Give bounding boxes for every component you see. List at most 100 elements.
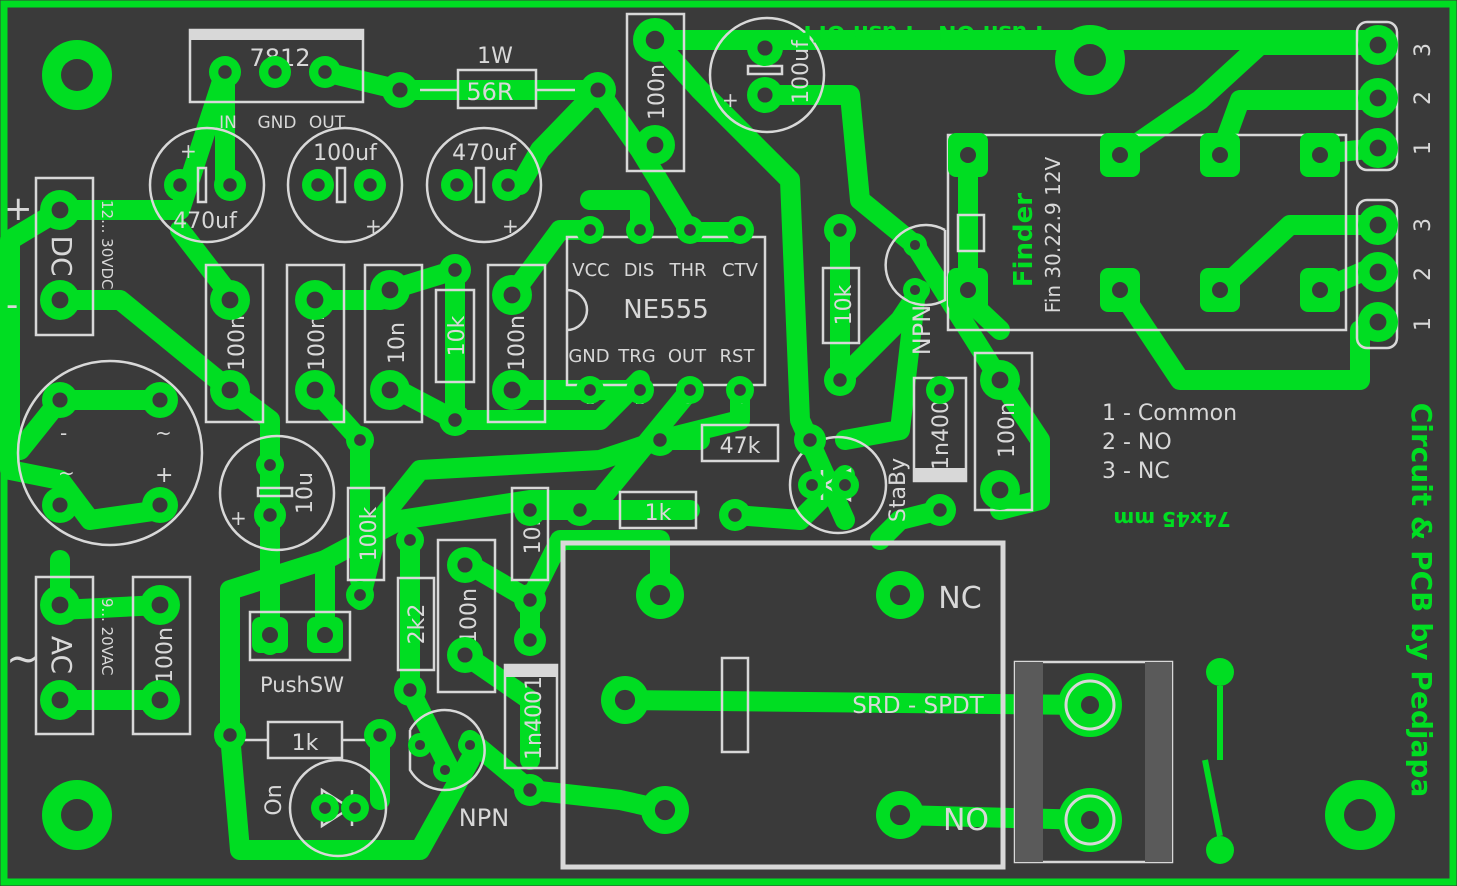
npn-top-outline: [884, 223, 947, 307]
legend-no: 2 - NO: [1102, 430, 1172, 455]
cap-100n-top: [625, 12, 686, 173]
res-1k-bottom-label: 1k: [292, 731, 319, 756]
cap-100n-4-label: 100n: [457, 588, 482, 644]
res-10k-c-label: 10k: [832, 284, 857, 325]
pin-gnd: GND: [568, 346, 609, 367]
cap-100n-5: [973, 351, 1034, 512]
cap-100n-4: [436, 538, 497, 694]
cap-100n-5-label: 100n: [995, 402, 1020, 458]
silkscreen: 7812 IN GND OUT 56R 1W 470uf + 100uf + 4…: [4, 12, 1436, 870]
legend-common: 1 - Common: [1102, 401, 1237, 426]
led-standby: [788, 435, 888, 535]
pin-rst: RST: [720, 346, 756, 367]
bridge-ac1: ~: [155, 421, 172, 445]
res-100k: [346, 486, 386, 582]
cap-10u-label: 10u: [293, 472, 318, 514]
cap-10u: [218, 434, 336, 552]
legend-nc: 3 - NC: [1102, 459, 1170, 484]
cap-100n-2: [285, 263, 346, 424]
npn-top-label: NPN: [908, 305, 936, 355]
ne555-outline: [565, 235, 767, 387]
cap-470uf-b-label: 470uf: [452, 141, 517, 166]
dc-plus: +: [4, 189, 33, 229]
res-2k2-label: 2k2: [405, 604, 430, 645]
cap-470uf-b: [425, 126, 543, 244]
pin-ctv: CTV: [722, 260, 759, 281]
cap-100n-top-label: 100n: [645, 64, 670, 120]
dimension-text: 74x45 mm: [1113, 507, 1230, 531]
bridge-minus: -: [60, 421, 67, 445]
res-10k-a-label: 10k: [445, 315, 470, 356]
pin-vcc: VCC: [572, 260, 609, 281]
res-1k-mid-label: 1k: [645, 501, 672, 526]
switch-symbol: [1202, 658, 1234, 864]
cap-470uf-a-label: 470uf: [173, 209, 238, 234]
cap-100n-ac-label: 100n: [153, 627, 178, 683]
pushsw-label: PushSW: [260, 673, 344, 697]
res-47k: [700, 423, 780, 463]
conn-num-b2: 2: [1411, 267, 1436, 281]
srd-relay-label: SRD - SPDT: [852, 693, 984, 719]
dc-minus: -: [6, 285, 18, 325]
cap-top-plus: +: [722, 88, 739, 112]
cap-100n-ac: [131, 575, 192, 736]
pin-thr: THR: [668, 260, 706, 281]
npn-bottom-label: NPN: [459, 804, 509, 832]
conn-num-b3: 3: [1411, 218, 1436, 232]
ac-tilde: ~: [6, 636, 40, 682]
pads: [40, 18, 1398, 852]
cap-100n-3: [486, 263, 547, 424]
res-47k-label: 47k: [720, 434, 761, 459]
pin-trg: TRG: [617, 346, 655, 367]
res-10k-a: [434, 288, 476, 384]
bridge-ac2: ~: [58, 461, 75, 485]
cap-100n-2-label: 100n: [305, 315, 330, 371]
led-on-label: On: [262, 784, 287, 815]
cap-100n-3-label: 100n: [505, 315, 530, 371]
cap-10n-label: 10n: [385, 322, 410, 364]
ac-range: 9... 20VAC: [98, 598, 116, 675]
cap-10n: [363, 263, 424, 424]
conn-num-b1: 1: [1411, 317, 1436, 331]
conn-num-a2: 2: [1411, 91, 1436, 105]
res-1k-mid: [618, 490, 698, 530]
conn-num-a1: 1: [1411, 141, 1436, 155]
res-10k-c: [821, 266, 861, 345]
res-56r-label: 56R: [466, 78, 513, 106]
pin-out: OUT: [668, 346, 707, 367]
cap-100uf-top: [708, 16, 826, 134]
cap-100uf: [286, 126, 404, 244]
cap-a-plus: +: [180, 139, 197, 163]
res-1w-label: 1W: [477, 44, 513, 69]
conn-num-a3: 3: [1411, 43, 1436, 57]
cap-100uf-top-label: 100uf: [789, 39, 814, 104]
bridge-plus: +: [155, 463, 173, 488]
pushsw-outline: [248, 610, 352, 662]
led-standby-label: StaBy: [886, 458, 911, 522]
srd-nc-label: NC: [938, 581, 981, 616]
srd-relay-outline: [560, 540, 1006, 870]
bridge-rectifier: [16, 359, 204, 547]
cap-100uf-plus: +: [365, 214, 382, 238]
reg-pin-in: IN: [219, 113, 237, 133]
push-on-off-text: Push ON - Push OFF: [797, 20, 1044, 45]
finder-brand: Finder: [1009, 193, 1039, 287]
reg-pin-gnd: GND: [258, 113, 297, 133]
cap-b-plus: +: [502, 214, 519, 238]
cap-100n-1: [204, 263, 265, 424]
credit-text: Circuit & PCB by Pedjapa: [1405, 403, 1438, 798]
finder-relay-outline: [946, 133, 1348, 332]
ac-connector: [34, 575, 95, 736]
res-2k2: [396, 576, 436, 672]
srd-no-label: NO: [943, 803, 989, 838]
dc-range: 12... 30VDC: [98, 200, 116, 290]
diode-bottom-label: 1n4001: [522, 676, 547, 760]
cap-100uf-label: 100uf: [313, 141, 378, 166]
res-100k-label: 100k: [357, 506, 382, 561]
dc-label: DC: [45, 235, 78, 276]
cap-470uf-a: [148, 126, 266, 244]
dc-connector: [34, 176, 95, 337]
npn-bottom-outline: [408, 708, 486, 792]
led-on: [288, 758, 388, 858]
